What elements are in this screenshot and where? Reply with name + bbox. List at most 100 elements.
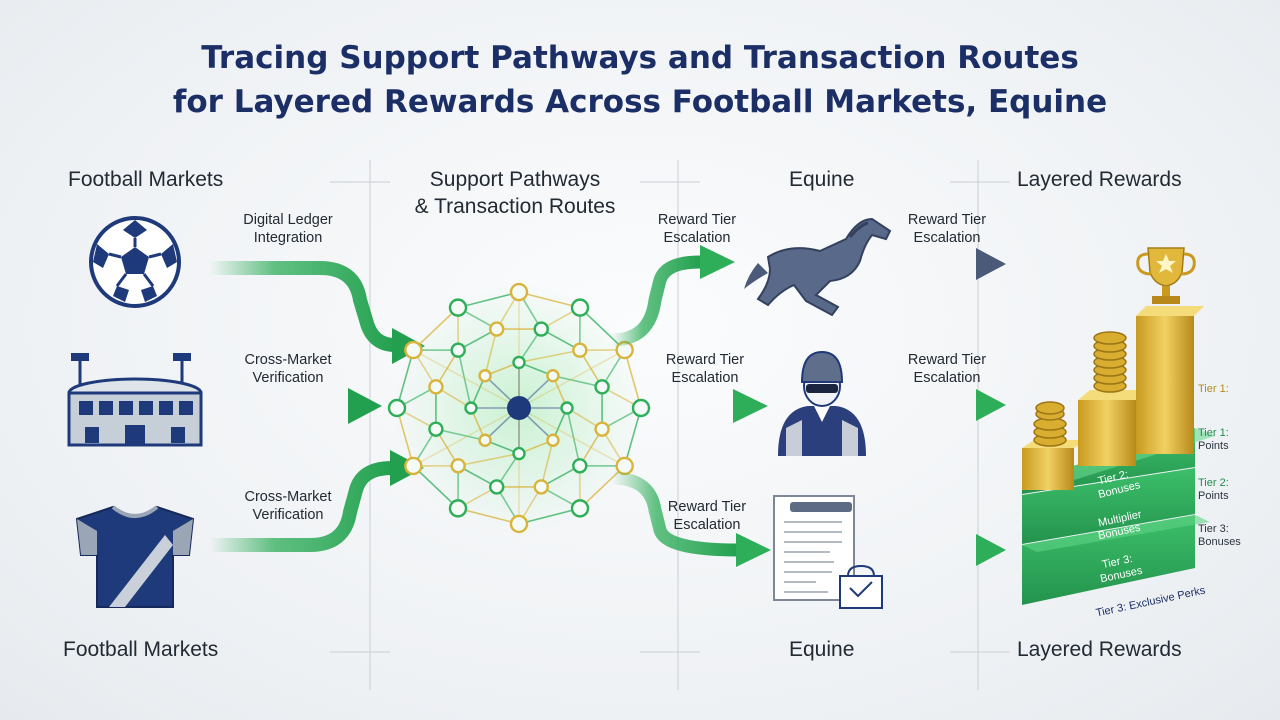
- network-edge: [518, 507, 581, 525]
- network-node: [489, 479, 505, 495]
- network-node: [594, 379, 610, 395]
- right-link-2-line-1: Reward Tier: [907, 352, 987, 368]
- network-node: [560, 401, 574, 415]
- network-node: [489, 321, 505, 337]
- mid-arrow-1: [611, 245, 735, 347]
- network-node: [509, 282, 529, 302]
- header-layered-rewards: Layered Rewards: [1017, 168, 1182, 191]
- mid-link-1-line-2: Escalation: [663, 230, 731, 246]
- left-link-2-line-2: Verification: [252, 370, 324, 386]
- tier-side-label-4b: Bonuses: [1198, 536, 1241, 548]
- network-node: [428, 421, 444, 437]
- tier-side-label-2b: Points: [1198, 440, 1229, 452]
- transaction-network: [387, 282, 651, 534]
- network-edge: [484, 328, 498, 376]
- network-edge: [412, 465, 459, 509]
- network-node: [546, 369, 560, 383]
- network-edge: [457, 350, 472, 409]
- mid-link-2-line-1: Reward Tier: [665, 352, 745, 368]
- network-node: [478, 433, 492, 447]
- network-node: [464, 401, 478, 415]
- mid-link-3-line-2: Escalation: [673, 517, 741, 533]
- network-node: [478, 369, 492, 383]
- network-node: [533, 321, 549, 337]
- footer-layered-rewards: Layered Rewards: [1017, 638, 1182, 661]
- network-edge: [412, 349, 520, 409]
- network-edge: [412, 407, 520, 467]
- ledger-receipt-icon: [773, 495, 883, 609]
- tier-side-label-2a: Tier 1:: [1198, 427, 1229, 439]
- network-node: [450, 342, 466, 358]
- layered-rewards-stack: [1022, 306, 1215, 605]
- footer-football-markets: Football Markets: [63, 638, 219, 661]
- header-football-markets: Football Markets: [68, 168, 224, 191]
- mid-link-2-line-2: Escalation: [671, 370, 739, 386]
- header-support-line-1: Support Pathways: [429, 168, 601, 191]
- network-edge: [412, 307, 459, 351]
- right-link-1-line-2: Escalation: [913, 230, 981, 246]
- network-edge: [518, 291, 581, 309]
- soccer-ball-icon: [89, 216, 181, 308]
- horse-icon: [744, 217, 892, 317]
- network-edge: [457, 291, 520, 309]
- jockey-icon: [778, 350, 866, 456]
- network-edge: [623, 349, 642, 409]
- left-link-3-line-2: Verification: [252, 507, 324, 523]
- network-edge: [435, 428, 486, 442]
- trophy-icon: [1136, 247, 1196, 304]
- title-line-1: Tracing Support Pathways and Transaction…: [201, 40, 1079, 76]
- network-node: [512, 446, 526, 461]
- network-node: [450, 458, 466, 474]
- tier-side-label-1: Tier 1:: [1198, 383, 1229, 395]
- network-edge: [540, 440, 554, 488]
- right-arrow-2: [885, 389, 1006, 421]
- mid-arrow-2: [640, 389, 768, 423]
- network-node: [533, 479, 549, 495]
- network-edge: [518, 407, 626, 467]
- network-edge: [396, 349, 415, 409]
- network-node: [615, 456, 634, 476]
- network-node: [404, 456, 423, 476]
- network-node: [572, 458, 588, 474]
- left-arrow-2: [210, 388, 382, 424]
- network-node: [546, 433, 560, 447]
- network-edge: [518, 349, 580, 364]
- title-line-2: for Layered Rewards Across Football Mark…: [172, 84, 1108, 120]
- network-edge: [458, 452, 520, 467]
- network-node: [428, 379, 444, 395]
- header-support-line-2: & Transaction Routes: [414, 195, 616, 218]
- network-edge: [552, 374, 603, 388]
- right-arrow-1: [885, 248, 1006, 280]
- network-node: [387, 398, 407, 418]
- network-hub-node: [507, 396, 531, 420]
- network-node: [570, 499, 590, 518]
- network-node: [448, 298, 468, 317]
- network-node: [448, 499, 468, 518]
- network-node: [572, 342, 588, 358]
- network-node: [570, 298, 590, 317]
- network-edge: [457, 507, 520, 525]
- left-link-1-line-2: Integration: [253, 230, 323, 246]
- right-link-1-line-1: Reward Tier: [907, 212, 987, 228]
- network-node: [404, 340, 423, 360]
- tier-side-label-3b: Points: [1198, 490, 1229, 502]
- network-node: [594, 421, 610, 437]
- network-edge: [566, 407, 581, 466]
- mid-link-3-line-1: Reward Tier: [667, 499, 747, 515]
- stadium-icon: [67, 353, 203, 447]
- right-link-2-line-2: Escalation: [913, 370, 981, 386]
- right-arrow-3: [885, 534, 1006, 566]
- left-link-2-line-1: Cross-Market: [244, 352, 332, 368]
- header-equine: Equine: [789, 168, 855, 191]
- left-link-1-line-1: Digital Ledger: [243, 212, 333, 228]
- jersey-icon: [75, 505, 195, 608]
- mid-link-1-line-1: Reward Tier: [657, 212, 737, 228]
- left-arrow-1: [210, 261, 425, 364]
- network-edge: [518, 349, 626, 409]
- network-edge: [396, 407, 415, 467]
- tier-side-label-4a: Tier 3:: [1198, 523, 1229, 535]
- left-link-3-line-1: Cross-Market: [244, 489, 332, 505]
- footer-equine: Equine: [789, 638, 855, 661]
- network-edge: [623, 407, 642, 467]
